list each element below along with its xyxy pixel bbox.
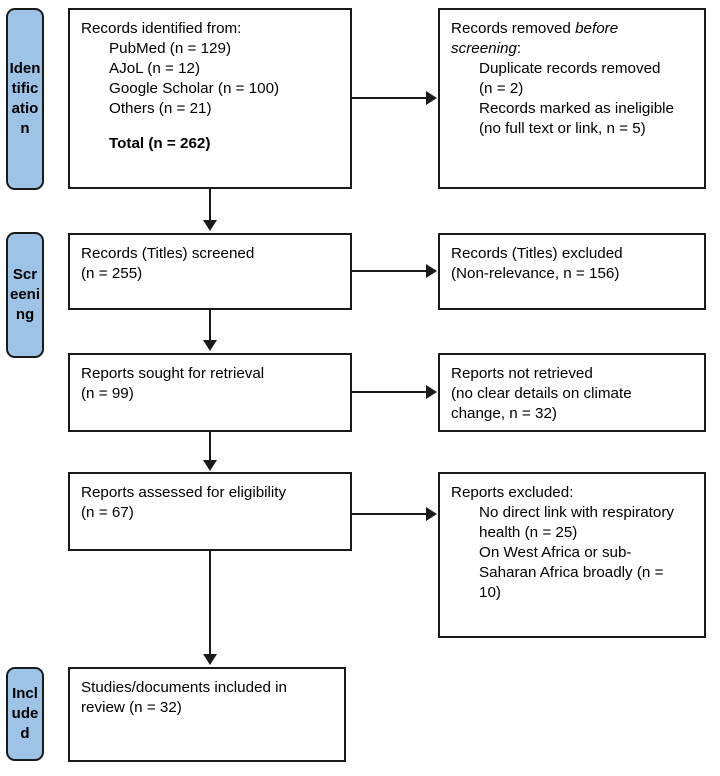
records-removed-heading: Records removed before: [451, 19, 696, 39]
arrowhead-assessed-to-excluded: [426, 507, 437, 521]
reports-excluded-line-3: On West Africa or sub-: [479, 543, 632, 561]
studies-included-line-1: review (n = 32): [81, 698, 182, 716]
connector-screened-to-sought: [209, 310, 211, 342]
reports-excluded-line-2: health (n = 25): [479, 523, 578, 541]
reports-not-retrieved-line-0: Reports not retrieved: [451, 365, 593, 382]
box-records-removed: Records removed before screening: Duplic…: [438, 8, 706, 189]
arrowhead-screened-to-sought: [203, 340, 217, 351]
records-identified-line-2: AJoL (n = 12): [109, 59, 201, 77]
arrowhead-sought-to-not-retrieved: [426, 385, 437, 399]
studies-included-line-0: Studies/documents included in: [81, 679, 288, 696]
box-records-identified: Records identified from: PubMed (n = 129…: [68, 8, 352, 189]
arrowhead-identified-to-removed: [426, 91, 437, 105]
connector-identified-to-removed: [352, 97, 426, 99]
records-removed-emph-before: before: [575, 20, 619, 37]
connector-assessed-to-included: [209, 551, 211, 656]
records-excluded-line-0: Records (Titles) excluded: [451, 245, 623, 262]
reports-sought-line-0: Reports sought for retrieval: [81, 365, 265, 382]
records-screened-line-1: (n = 255): [81, 264, 143, 282]
reports-sought-line-1: (n = 99): [81, 384, 134, 402]
stage-label-screening-text: Screening: [9, 265, 40, 324]
stage-label-included: Included: [6, 667, 44, 761]
box-reports-sought: Reports sought for retrieval (n = 99): [68, 353, 352, 432]
records-removed-colon: :: [516, 39, 522, 57]
box-reports-assessed: Reports assessed for eligibility (n = 67…: [68, 472, 352, 551]
records-identified-line-1: PubMed (n = 129): [109, 39, 231, 57]
records-removed-emph-screening: screening: [451, 39, 517, 57]
records-removed-line-7: (no full text or link, n = 5): [479, 119, 646, 137]
records-identified-line-3: Google Scholar (n = 100): [109, 79, 280, 97]
records-removed-line-5: (n = 2): [479, 79, 524, 97]
arrowhead-sought-to-assessed: [203, 460, 217, 471]
connector-sought-to-assessed: [209, 432, 211, 462]
records-removed-line-6: Records marked as ineligible: [479, 99, 674, 117]
reports-not-retrieved-line-1: (no clear details on climate: [451, 384, 632, 402]
connector-screened-to-excluded: [352, 270, 426, 272]
reports-assessed-line-0: Reports assessed for eligibility: [81, 484, 287, 501]
reports-not-retrieved-line-2: change, n = 32): [451, 404, 557, 422]
reports-excluded-line-1: No direct link with respiratory: [479, 503, 674, 521]
connector-identified-to-screened: [209, 189, 211, 222]
arrowhead-identified-to-screened: [203, 220, 217, 231]
box-studies-included: Studies/documents included in review (n …: [68, 667, 346, 762]
records-excluded-line-1: (Non-relevance, n = 156): [451, 264, 620, 282]
stage-label-screening: Screening: [6, 232, 44, 358]
reports-excluded-line-5: 10): [479, 583, 501, 601]
connector-sought-to-not-retrieved: [352, 391, 426, 393]
reports-excluded-line-0: Reports excluded:: [451, 484, 574, 501]
arrowhead-assessed-to-included: [203, 654, 217, 665]
records-identified-line-4: Others (n = 21): [109, 99, 212, 117]
box-records-screened: Records (Titles) screened (n = 255): [68, 233, 352, 310]
stage-label-included-text: Included: [11, 684, 39, 743]
connector-assessed-to-excluded: [352, 513, 426, 515]
arrowhead-screened-to-excluded: [426, 264, 437, 278]
box-records-excluded: Records (Titles) excluded (Non-relevance…: [438, 233, 706, 310]
records-identified-total: Total (n = 262): [109, 134, 211, 152]
records-removed-line-0: Records removed: [451, 20, 576, 37]
records-removed-line-4: Duplicate records removed: [479, 59, 661, 77]
records-identified-spacer: [81, 119, 342, 134]
box-reports-excluded: Reports excluded: No direct link with re…: [438, 472, 706, 638]
records-identified-line-0: Records identified from:: [81, 20, 242, 37]
box-reports-not-retrieved: Reports not retrieved (no clear details …: [438, 353, 706, 432]
records-screened-line-0: Records (Titles) screened: [81, 245, 255, 262]
records-removed-heading-cont: screening:: [451, 39, 696, 59]
reports-assessed-line-1: (n = 67): [81, 503, 134, 521]
stage-label-identification: Identification: [6, 8, 44, 190]
stage-label-identification-text: Identification: [9, 59, 41, 138]
reports-excluded-line-4: Saharan Africa broadly (n =: [479, 563, 664, 581]
